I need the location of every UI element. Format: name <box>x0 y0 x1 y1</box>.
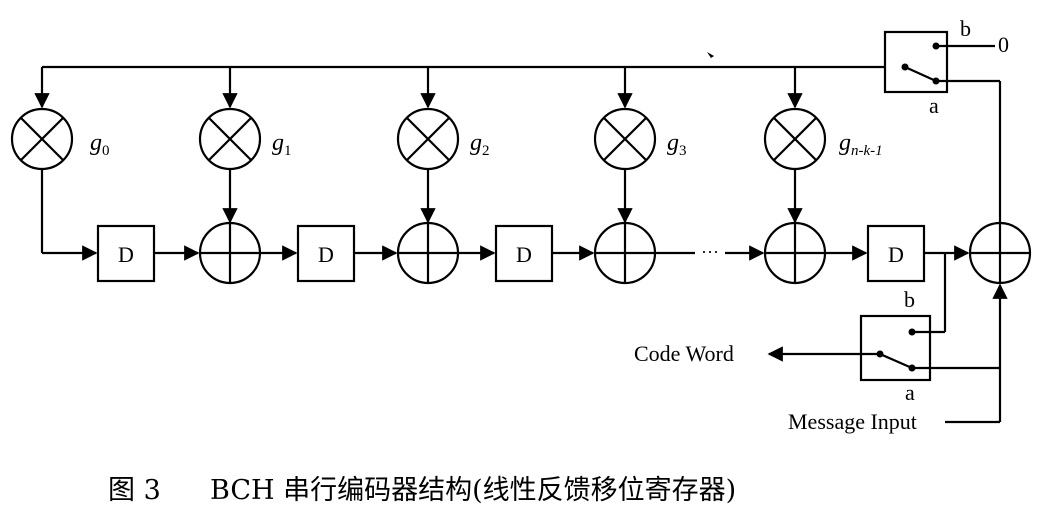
adder-4 <box>763 221 827 285</box>
multiplier-g2 <box>396 107 460 171</box>
coef-label-g1: g1 <box>272 130 292 159</box>
output-switch <box>767 253 1000 382</box>
multiplier-g3 <box>593 107 657 171</box>
register-1: D <box>96 224 156 283</box>
switch-bottom-b: b <box>904 287 915 312</box>
adder-1 <box>198 221 262 285</box>
coef-label-g0: g0 <box>90 130 110 159</box>
message-input-label: Message Input <box>788 409 917 434</box>
chain-ellipsis: ··· <box>701 242 719 262</box>
switch-top-zero: 0 <box>998 32 1009 57</box>
switch-top-b: b <box>960 16 971 41</box>
svg-text:D: D <box>888 242 904 267</box>
multiplier-g0 <box>10 107 74 171</box>
register-4: D <box>866 224 926 283</box>
feedback-switch <box>883 30 1002 223</box>
svg-text:D: D <box>516 242 532 267</box>
multiplier-outputs <box>40 169 803 261</box>
figure-number: 图 3 <box>108 475 161 506</box>
switch-bottom-a: a <box>905 380 915 405</box>
svg-text:D: D <box>118 242 134 267</box>
figure-caption: BCH 串行编码器结构(线性反馈移位寄存器) <box>210 475 736 506</box>
coef-label-g3: g3 <box>667 130 687 159</box>
adder-2 <box>396 221 460 285</box>
feedback-bus <box>34 52 885 109</box>
multiplier-gn-k-1 <box>763 107 827 171</box>
output-adder <box>968 221 1032 285</box>
register-3: D <box>494 224 554 283</box>
multiplier-g1 <box>198 107 262 171</box>
coef-label-gn-k-1: gn-k-1 <box>839 130 883 159</box>
message-input-wire <box>945 283 1008 424</box>
svg-text:D: D <box>318 242 334 267</box>
coef-label-g2: g2 <box>470 130 490 159</box>
switch-top-a: a <box>929 93 939 118</box>
register-2: D <box>296 224 356 283</box>
adder-3 <box>593 221 657 285</box>
code-word-label: Code Word <box>634 341 734 366</box>
